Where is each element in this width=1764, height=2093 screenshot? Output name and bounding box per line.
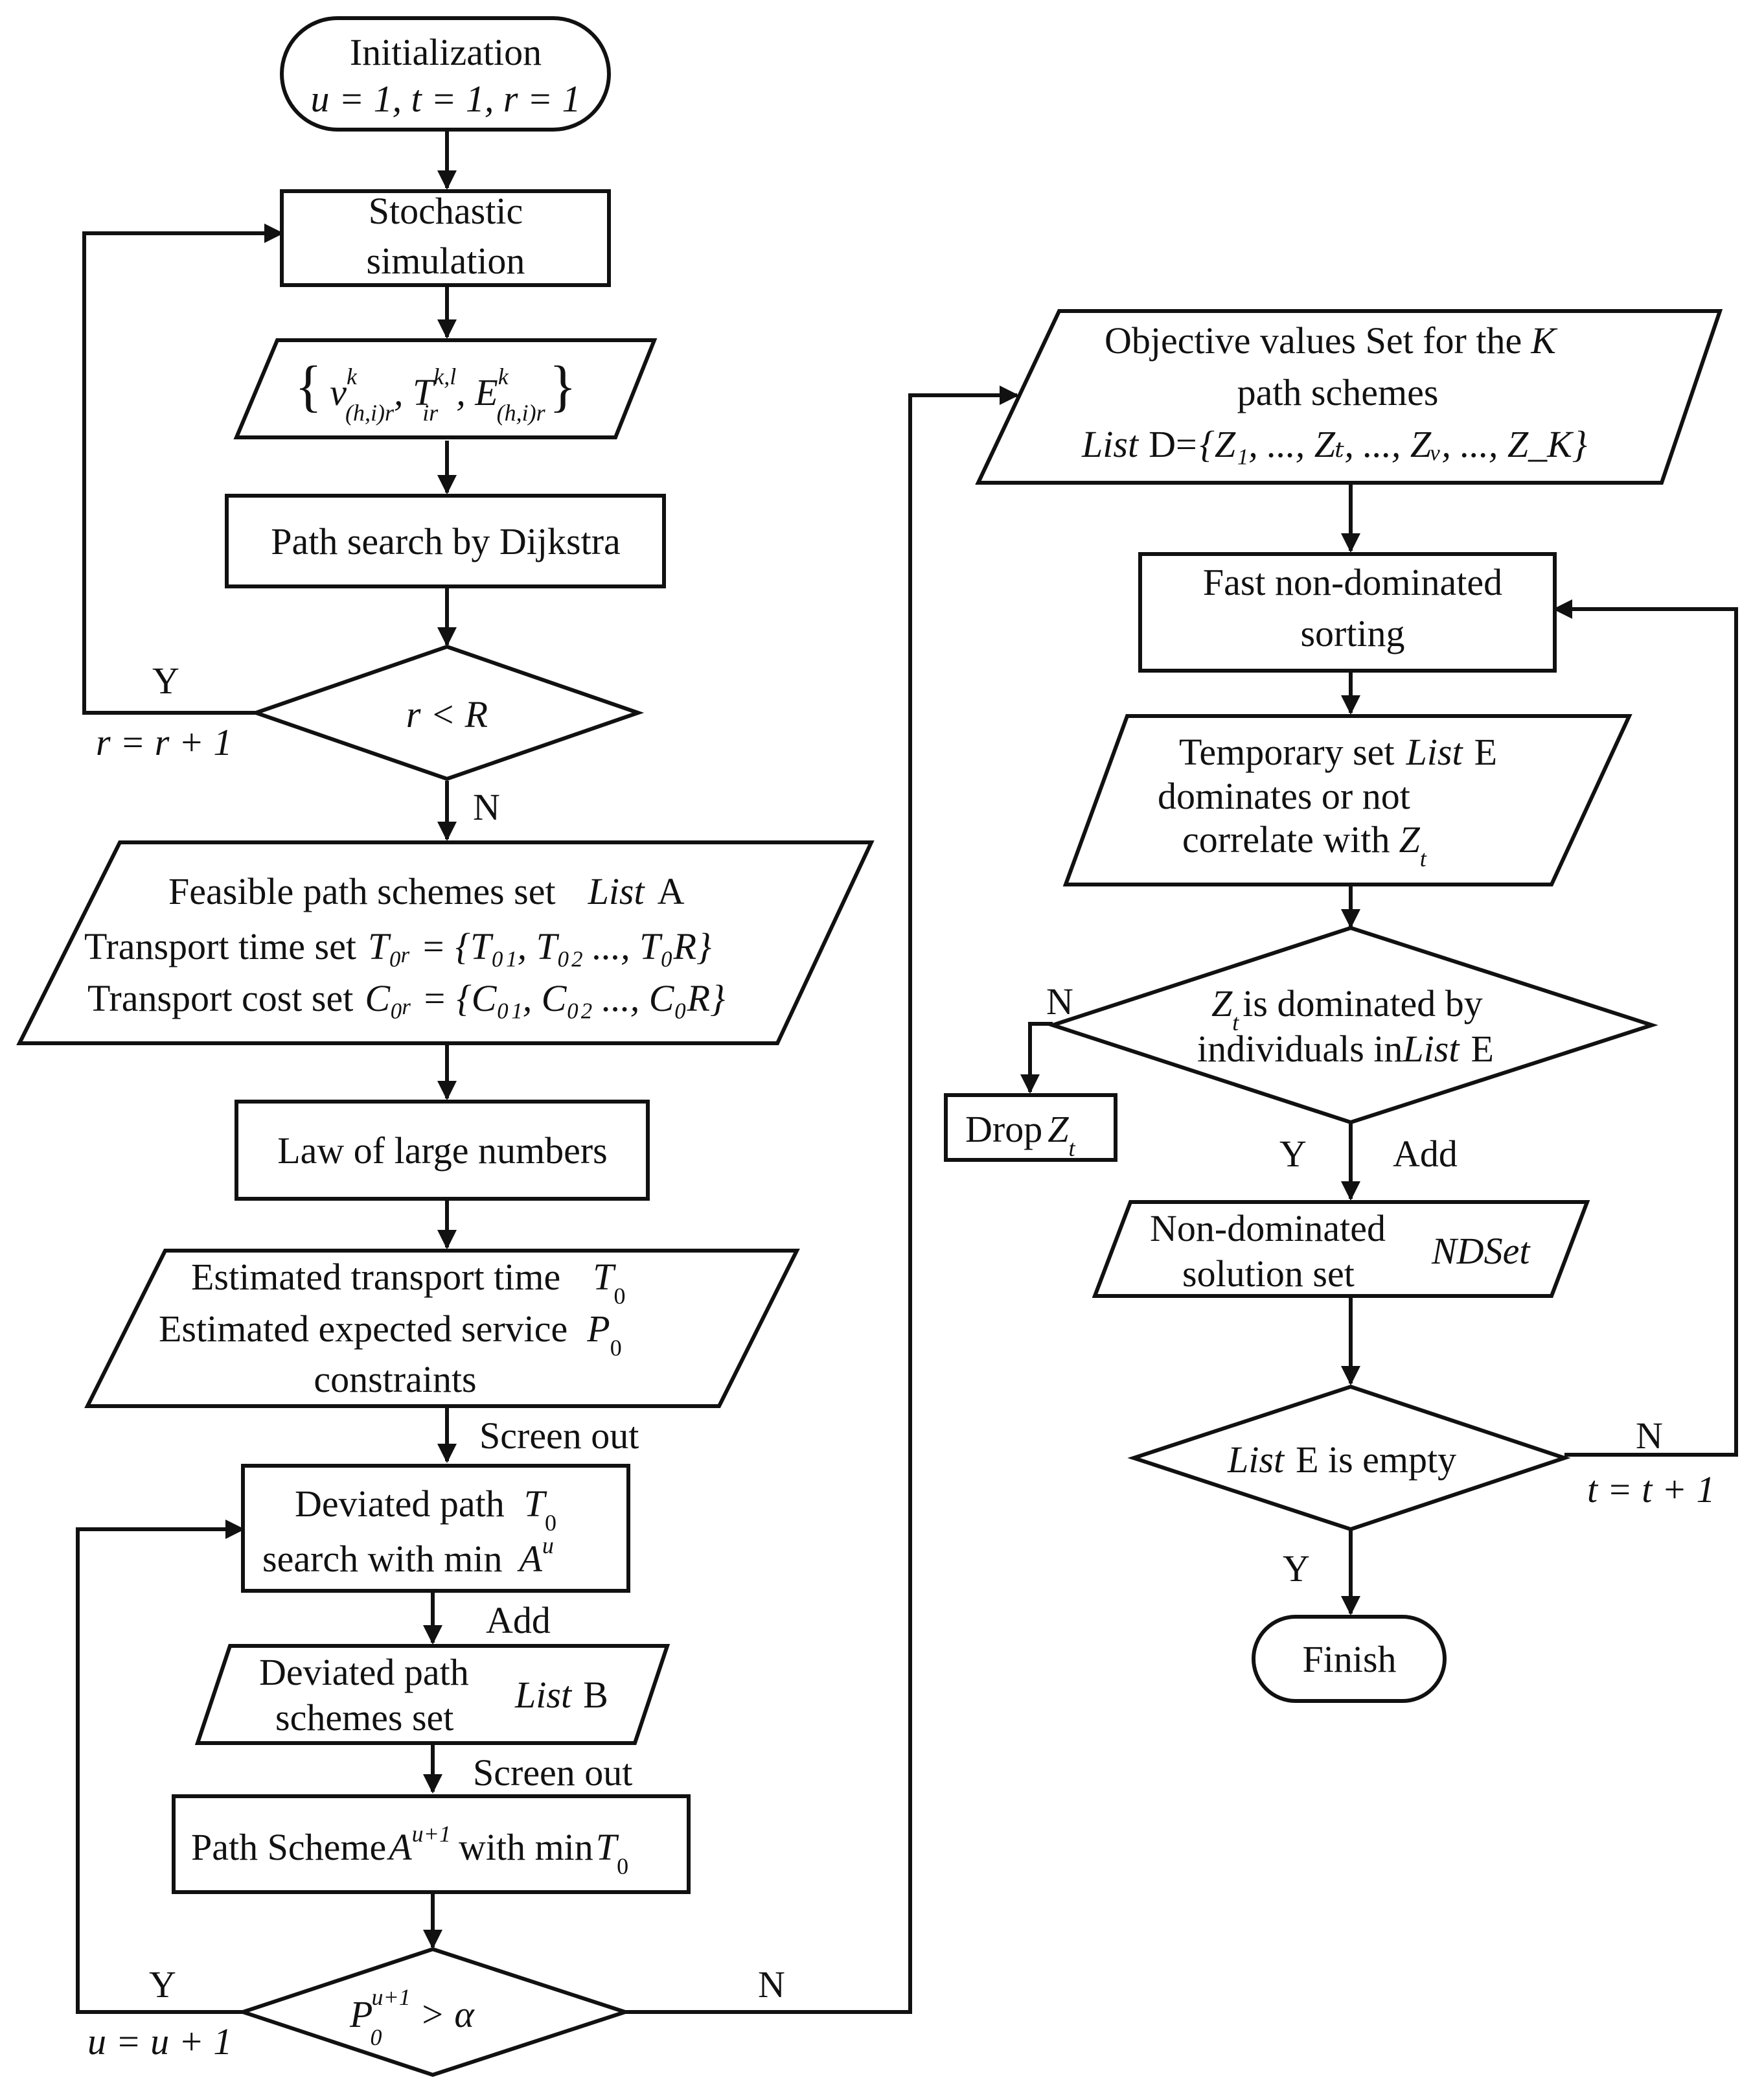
node-r-check: r < R [249, 644, 645, 781]
arrow-pcheck-to-objective [625, 386, 1019, 2014]
deviated-set-line2: schemes set [275, 1696, 453, 1739]
connectors-right [1020, 483, 1738, 1615]
r-check-update: r = r + 1 [96, 721, 232, 763]
dominated-add: Add [1393, 1133, 1458, 1175]
node-ndset: Non-dominated solution set NDSet [1092, 1200, 1590, 1298]
node-initialization: Initialization u = 1, t = 1, r = 1 [280, 16, 611, 132]
screen-out-2-label: Screen out [473, 1752, 632, 1794]
p-check-yes: Y [149, 1963, 176, 2006]
fast-sort-line2: sorting [1300, 612, 1404, 654]
empty-no: N [1636, 1415, 1663, 1457]
finish-label: Finish [1302, 1638, 1396, 1680]
estimated-line3: constraints [314, 1358, 476, 1400]
empty-update: t = t + 1 [1587, 1468, 1715, 1510]
arrow-dominated-to-drop [1020, 1022, 1053, 1094]
stochastic-line1: Stochastic [369, 190, 523, 232]
node-finish: Finish [1252, 1615, 1447, 1703]
init-title: Initialization [350, 31, 542, 73]
p-check-no: N [758, 1963, 785, 2006]
fast-sort-line1: Fast non-dominated [1203, 561, 1502, 603]
arrow-empty-loop [1553, 599, 1738, 1457]
dominated-yes: Y [1279, 1133, 1307, 1175]
dijkstra-label: Path search by Dijkstra [271, 520, 621, 562]
screen-out-1-label: Screen out [479, 1415, 639, 1457]
node-dijkstra: Path search by Dijkstra [225, 494, 666, 588]
temp-line2: dominates or not [1158, 775, 1410, 817]
connectors [76, 130, 1019, 2014]
init-values: u = 1, t = 1, r = 1 [310, 78, 580, 120]
r-check-no: N [473, 786, 500, 828]
r-check-yes: Y [152, 660, 179, 702]
ndset-line1: Non-dominated [1150, 1207, 1386, 1249]
node-fast-sorting: Fast non-dominated sorting [1138, 552, 1557, 673]
ndset-tag: NDSet [1431, 1230, 1531, 1272]
arrow-pcheck-loop [76, 1520, 245, 2014]
add-1-label: Add [486, 1599, 551, 1641]
dominated-no: N [1046, 980, 1073, 1023]
stochastic-line2: simulation [367, 240, 525, 282]
large-numbers-label: Law of large numbers [277, 1129, 607, 1172]
arrow-rcheck-loop [82, 224, 284, 715]
empty-yes: Y [1283, 1547, 1310, 1590]
p-check-update: u = u + 1 [87, 2020, 232, 2063]
node-large-numbers: Law of large numbers [235, 1100, 650, 1201]
r-check-label: r < R [406, 693, 488, 735]
objective-line2: path schemes [1237, 371, 1439, 413]
node-stochastic-simulation: Stochastic simulation [280, 189, 611, 287]
ndset-line2: solution set [1182, 1253, 1355, 1295]
deviated-set-line1: Deviated path [259, 1651, 469, 1693]
